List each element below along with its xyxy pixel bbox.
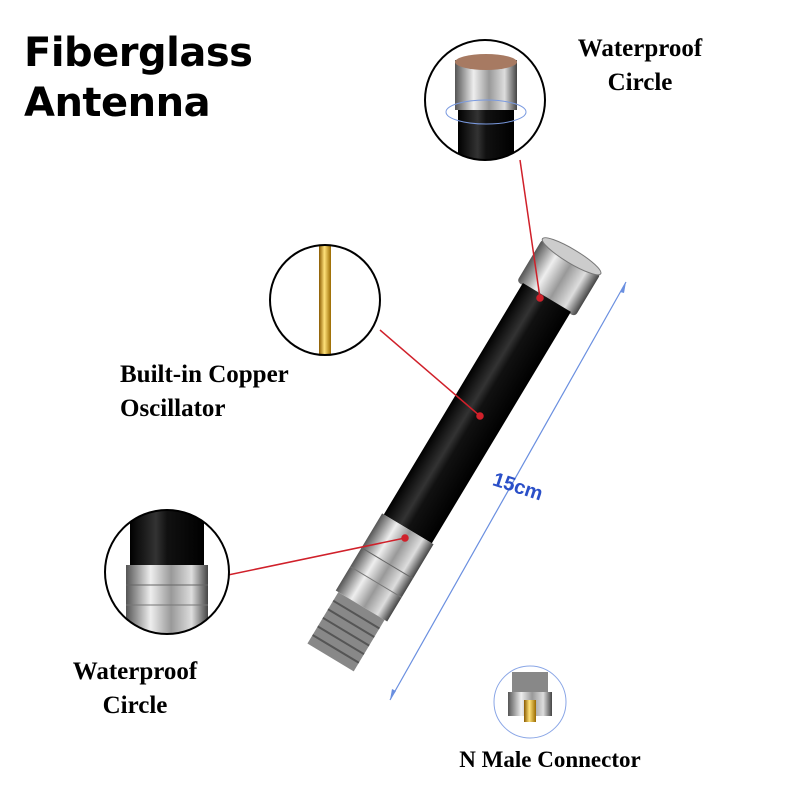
dimension-line (389, 281, 627, 701)
label-line: Oscillator (120, 395, 226, 422)
title-line-2: Antenna (24, 80, 211, 126)
label-line: Built-in Copper (120, 361, 289, 388)
label-line: Waterproof (72, 658, 198, 685)
waterproof-circle-bottom-zoom (104, 509, 230, 635)
label-line: Circle (607, 69, 673, 96)
page-title: Fiberglass Antenna (24, 28, 253, 128)
label-line: Waterproof (577, 35, 703, 62)
callout-label-bottom: Waterproof Circle (55, 655, 215, 723)
waterproof-circle-top-zoom (424, 39, 546, 161)
n-male-connector-image (493, 665, 567, 739)
leader-lines (227, 159, 544, 576)
callout-label-middle: Built-in Copper Oscillator (120, 358, 350, 426)
label-line: Circle (102, 692, 168, 719)
copper-oscillator-zoom (269, 244, 381, 356)
callout-label-top: Waterproof Circle (565, 32, 715, 100)
connector-label: N Male Connector (459, 747, 641, 772)
title-line-1: Fiberglass (24, 30, 253, 76)
